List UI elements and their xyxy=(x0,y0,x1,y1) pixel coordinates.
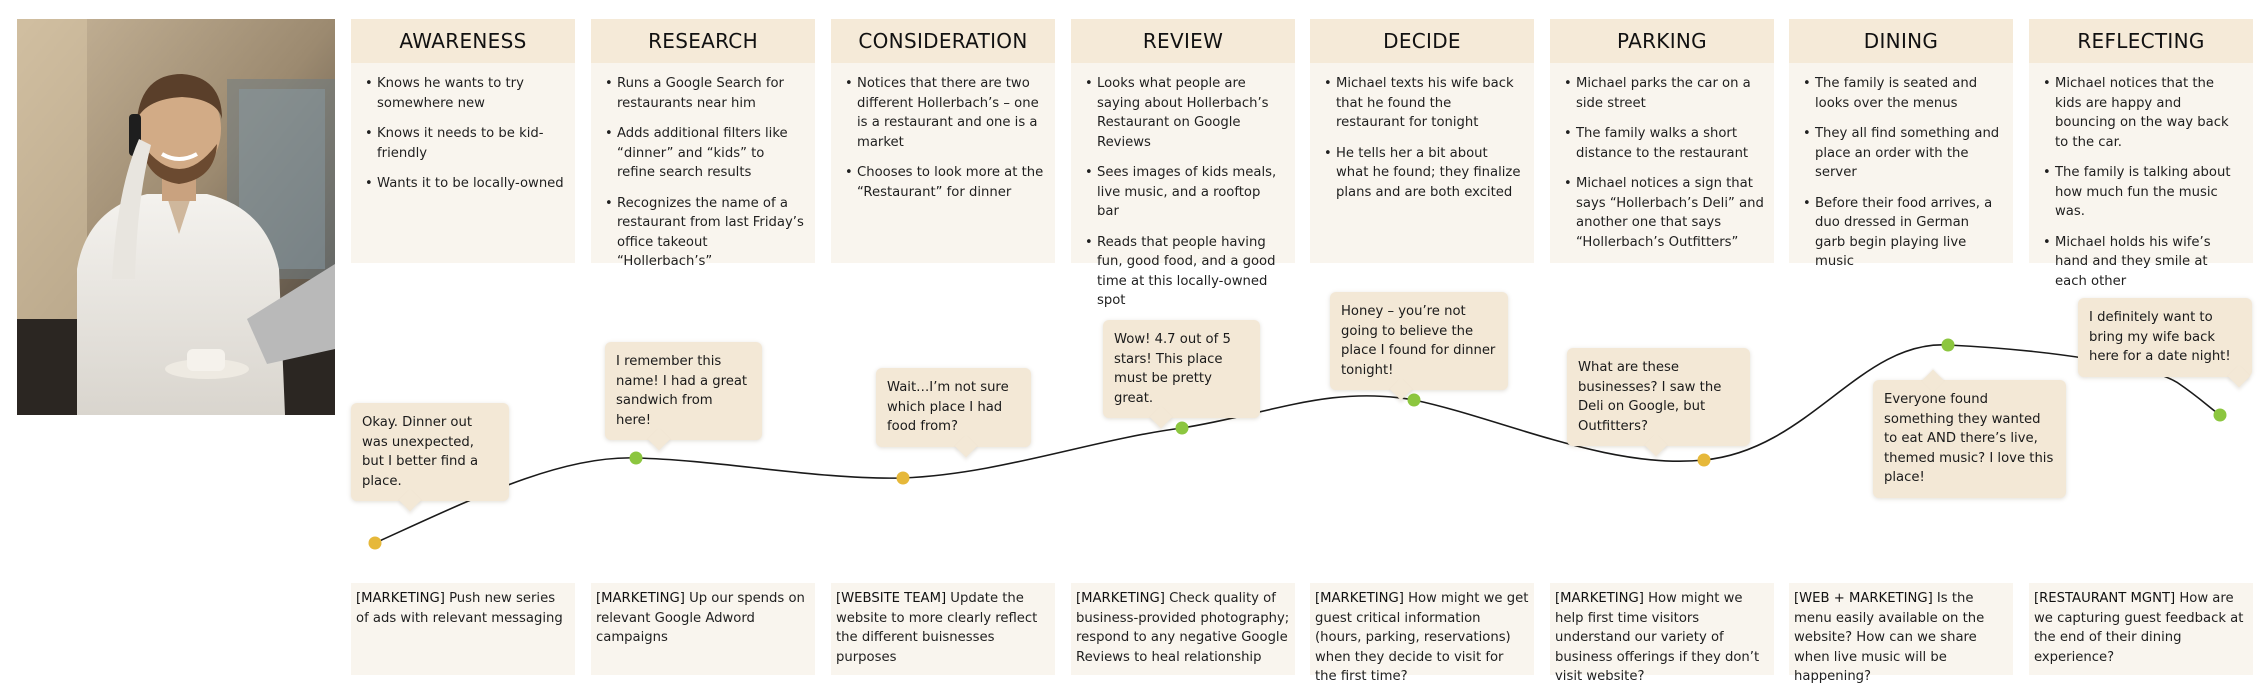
stage-point: Michael texts his wife back that he foun… xyxy=(1322,74,1524,133)
stage-column-decide: DECIDE Michael texts his wife back that … xyxy=(1310,19,1534,263)
action-text: How might we get guest critical informat… xyxy=(1315,591,1529,684)
stage-title: REVIEW xyxy=(1071,19,1295,63)
action-text: Update the website to more clearly refle… xyxy=(836,591,1038,665)
thought-bubble-review: Wow! 4.7 out of 5 stars! This place must… xyxy=(1103,320,1260,418)
stage-point: Knows he wants to try somewhere new xyxy=(363,74,565,113)
stage-column-parking: PARKING Michael parks the car on a side … xyxy=(1550,19,1774,263)
action-text: How might we help first time visitors un… xyxy=(1555,591,1760,684)
thought-text: What are these businesses? I saw the Del… xyxy=(1578,360,1722,434)
stage-point: The family is seated and looks over the … xyxy=(1801,74,2003,113)
stage-title: RESEARCH xyxy=(591,19,815,63)
action-text: How are we capturing guest feedback at t… xyxy=(2034,591,2244,665)
stage-details: The family is seated and looks over the … xyxy=(1789,63,2013,269)
team-tag: [MARKETING] xyxy=(1555,591,1644,606)
thought-bubble-reflecting: I definitely want to bring my wife back … xyxy=(2078,298,2252,377)
stage-point: Chooses to look more at the “Restaurant”… xyxy=(843,163,1045,202)
stage-details: Notices that there are two different Hol… xyxy=(831,63,1055,263)
stage-point: He tells her a bit about what he found; … xyxy=(1322,144,1524,203)
team-tag: [MARKETING] xyxy=(356,591,445,606)
emotion-point-decide xyxy=(1407,393,1421,407)
action-item-decide: [MARKETING] How might we get guest criti… xyxy=(1310,583,1534,684)
stage-point: Reads that people having fun, good food,… xyxy=(1083,233,1285,311)
team-tag: [MARKETING] xyxy=(596,591,685,606)
action-text: Check quality of business-provided photo… xyxy=(1076,591,1290,665)
stage-point: Notices that there are two different Hol… xyxy=(843,74,1045,152)
thought-text: Everyone found something they wanted to … xyxy=(1884,392,2054,485)
emotion-point-reflecting xyxy=(2213,408,2227,422)
thought-text: Okay. Dinner out was unexpected, but I b… xyxy=(362,415,479,489)
stage-point: Sees images of kids meals, live music, a… xyxy=(1083,163,1285,222)
stage-point: Michael holds his wife’s hand and they s… xyxy=(2041,233,2243,292)
thought-bubble-research: I remember this name! I had a great sand… xyxy=(605,342,762,440)
thought-bubble-decide: Honey – you’re not going to believe the … xyxy=(1330,292,1508,390)
stage-column-dining: DINING The family is seated and looks ov… xyxy=(1789,19,2013,269)
stage-point: The family is talking about how much fun… xyxy=(2041,163,2243,222)
action-item-review: [MARKETING] Check quality of business-pr… xyxy=(1071,583,1295,675)
stage-details: Michael parks the car on a side street T… xyxy=(1550,63,1774,263)
stage-point: Before their food arrives, a duo dressed… xyxy=(1801,194,2003,272)
emotion-point-review xyxy=(1175,421,1189,435)
thought-bubble-consideration: Wait…I’m not sure which place I had food… xyxy=(876,368,1031,447)
stage-title: REFLECTING xyxy=(2029,19,2253,63)
stage-details: Runs a Google Search for restaurants nea… xyxy=(591,63,815,269)
team-tag: [WEBSITE TEAM] xyxy=(836,591,947,606)
stage-point: Wants it to be locally-owned xyxy=(363,174,565,194)
action-text: Push new series of ads with relevant mes… xyxy=(356,591,563,626)
stage-point: Recognizes the name of a restaurant from… xyxy=(603,194,805,272)
team-tag: [MARKETING] xyxy=(1315,591,1404,606)
thought-text: Wow! 4.7 out of 5 stars! This place must… xyxy=(1114,332,1231,406)
stage-point: Adds additional filters like “dinner” an… xyxy=(603,124,805,183)
stage-details: Knows he wants to try somewhere new Know… xyxy=(351,63,575,263)
stage-point: Runs a Google Search for restaurants nea… xyxy=(603,74,805,113)
emotion-point-awareness xyxy=(368,536,382,550)
thought-bubble-parking: What are these businesses? I saw the Del… xyxy=(1567,348,1750,446)
thought-text: Wait…I’m not sure which place I had food… xyxy=(887,380,1009,434)
stage-title: AWARENESS xyxy=(351,19,575,63)
action-item-reflecting: [RESTAURANT MGNT] How are we capturing g… xyxy=(2029,583,2253,675)
emotion-point-dining xyxy=(1941,338,1955,352)
stage-point: Michael parks the car on a side street xyxy=(1562,74,1764,113)
stage-column-research: RESEARCH Runs a Google Search for restau… xyxy=(591,19,815,269)
emotion-point-research xyxy=(629,451,643,465)
stage-details: Looks what people are saying about Holle… xyxy=(1071,63,1295,308)
stage-title: CONSIDERATION xyxy=(831,19,1055,63)
stage-point: Michael notices a sign that says “Holler… xyxy=(1562,174,1764,252)
action-item-dining: [WEB + MARKETING] Is the menu easily ava… xyxy=(1789,583,2013,684)
stage-title: PARKING xyxy=(1550,19,1774,63)
thought-text: Honey – you’re not going to believe the … xyxy=(1341,304,1496,378)
stage-point: The family walks a short distance to the… xyxy=(1562,124,1764,163)
stage-point: They all find something and place an ord… xyxy=(1801,124,2003,183)
stage-column-consideration: CONSIDERATION Notices that there are two… xyxy=(831,19,1055,263)
stage-title: DECIDE xyxy=(1310,19,1534,63)
team-tag: [MARKETING] xyxy=(1076,591,1165,606)
stage-point: Michael notices that the kids are happy … xyxy=(2041,74,2243,152)
action-item-consideration: [WEBSITE TEAM] Update the website to mor… xyxy=(831,583,1055,675)
persona-photo xyxy=(17,19,335,415)
action-text: Up our spends on relevant Google Adword … xyxy=(596,591,805,645)
stage-point: Knows it needs to be kid-friendly xyxy=(363,124,565,163)
stage-column-reflecting: REFLECTING Michael notices that the kids… xyxy=(2029,19,2253,289)
thought-text: I remember this name! I had a great sand… xyxy=(616,354,748,428)
stage-column-review: REVIEW Looks what people are saying abou… xyxy=(1071,19,1295,308)
emotion-point-consideration xyxy=(896,471,910,485)
emotion-point-parking xyxy=(1697,453,1711,467)
stage-title: DINING xyxy=(1789,19,2013,63)
stage-column-awareness: AWARENESS Knows he wants to try somewher… xyxy=(351,19,575,263)
team-tag: [WEB + MARKETING] xyxy=(1794,591,1933,606)
stage-details: Michael notices that the kids are happy … xyxy=(2029,63,2253,289)
thought-text: I definitely want to bring my wife back … xyxy=(2089,310,2231,364)
businessman-on-phone-photo-icon xyxy=(17,19,335,415)
action-item-awareness: [MARKETING] Push new series of ads with … xyxy=(351,583,575,675)
thought-bubble-dining: Everyone found something they wanted to … xyxy=(1873,380,2066,498)
team-tag: [RESTAURANT MGNT] xyxy=(2034,591,2176,606)
thought-bubble-awareness: Okay. Dinner out was unexpected, but I b… xyxy=(351,403,509,501)
stage-point: Looks what people are saying about Holle… xyxy=(1083,74,1285,152)
action-text: Is the menu easily available on the webs… xyxy=(1794,591,1985,684)
action-item-research: [MARKETING] Up our spends on relevant Go… xyxy=(591,583,815,675)
action-item-parking: [MARKETING] How might we help first time… xyxy=(1550,583,1774,684)
stage-details: Michael texts his wife back that he foun… xyxy=(1310,63,1534,263)
